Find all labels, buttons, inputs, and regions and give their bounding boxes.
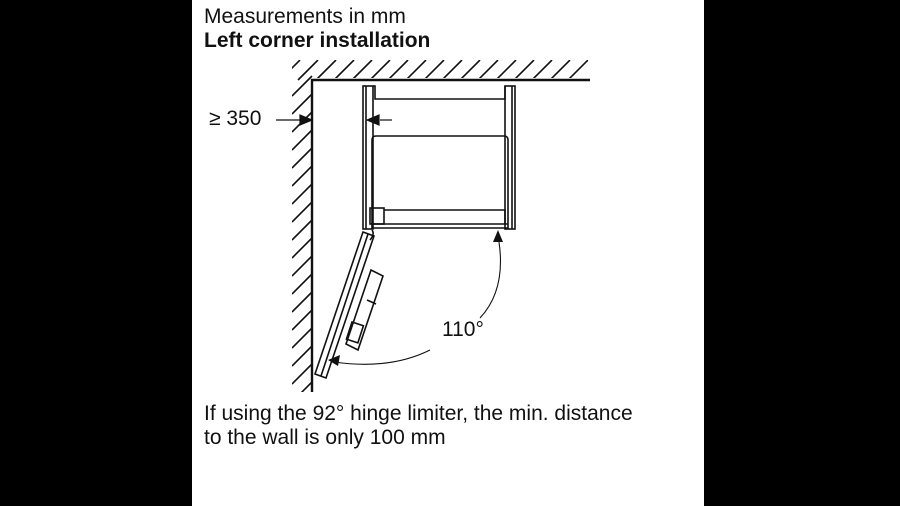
- installation-title: Left corner installation: [204, 29, 431, 52]
- min-wall-distance-label: ≥ 350: [209, 107, 262, 130]
- angle-arrowheads: [328, 230, 503, 366]
- dimension-arrows: [276, 114, 392, 126]
- door: [313, 229, 384, 380]
- wall-edge: [310, 78, 590, 392]
- hinge-limiter-note-line2: to the wall is only 100 mm: [204, 426, 446, 449]
- appliance-body: [362, 85, 516, 230]
- door-opening-angle-label: 110°: [442, 318, 484, 341]
- angle-arc: [333, 241, 502, 365]
- wall-hatching: [292, 60, 588, 392]
- measurements-unit-label: Measurements in mm: [204, 5, 406, 28]
- drawing-panel: [192, 0, 704, 506]
- hinge-limiter-note-line1: If using the 92° hinge limiter, the min.…: [204, 402, 633, 425]
